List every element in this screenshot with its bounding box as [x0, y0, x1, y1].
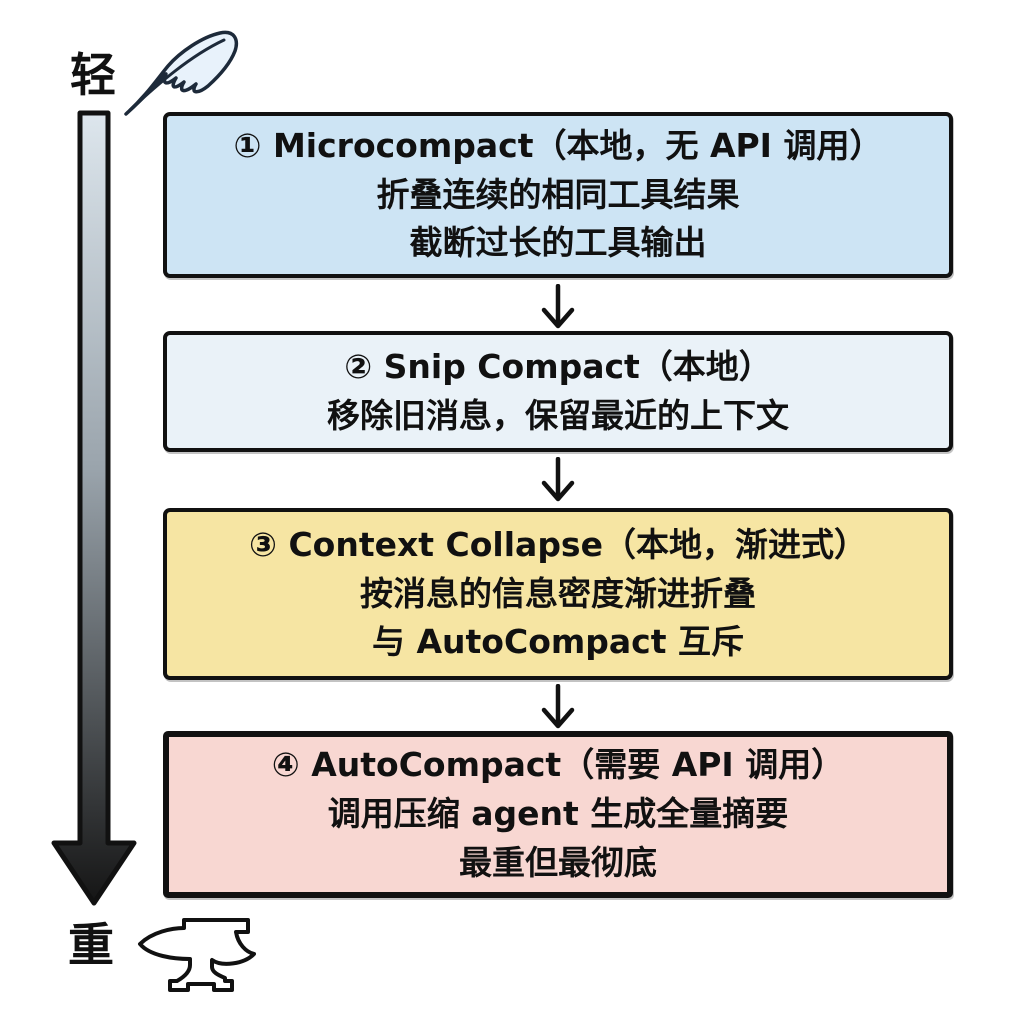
step-line: 折叠连续的相同工具结果 — [376, 174, 740, 214]
light-label: 轻 — [70, 48, 116, 102]
down-arrow-icon — [536, 683, 580, 730]
anvil-icon — [132, 912, 258, 994]
down-arrow-icon — [536, 456, 580, 503]
step-title: ② Snip Compact（本地） — [344, 346, 772, 386]
step-line: 最重但最彻底 — [459, 842, 657, 882]
step-box-snip-compact: ② Snip Compact（本地） 移除旧消息，保留最近的上下文 — [163, 331, 953, 452]
step-line: 调用压缩 agent 生成全量摘要 — [327, 794, 789, 834]
step-box-microcompact: ① Microcompact（本地，无 API 调用） 折叠连续的相同工具结果 … — [163, 112, 953, 278]
step-line: 与 AutoCompact 互斥 — [372, 622, 744, 662]
step-title: ③ Context Collapse（本地，渐进式） — [249, 524, 867, 564]
feather-icon — [118, 24, 250, 120]
step-line: 按消息的信息密度渐进折叠 — [360, 573, 756, 613]
step-title: ④ AutoCompact（需要 API 调用） — [271, 745, 845, 785]
down-arrow-icon — [536, 283, 580, 330]
step-title: ① Microcompact（本地，无 API 调用） — [233, 125, 883, 165]
step-box-autocompact: ④ AutoCompact（需要 API 调用） 调用压缩 agent 生成全量… — [163, 731, 953, 898]
heavy-label: 重 — [68, 918, 114, 972]
step-box-context-collapse: ③ Context Collapse（本地，渐进式） 按消息的信息密度渐进折叠 … — [163, 508, 953, 680]
step-line: 截断过长的工具输出 — [409, 223, 707, 263]
weight-gradient-arrow — [48, 110, 143, 910]
step-line: 移除旧消息，保留最近的上下文 — [327, 395, 789, 435]
